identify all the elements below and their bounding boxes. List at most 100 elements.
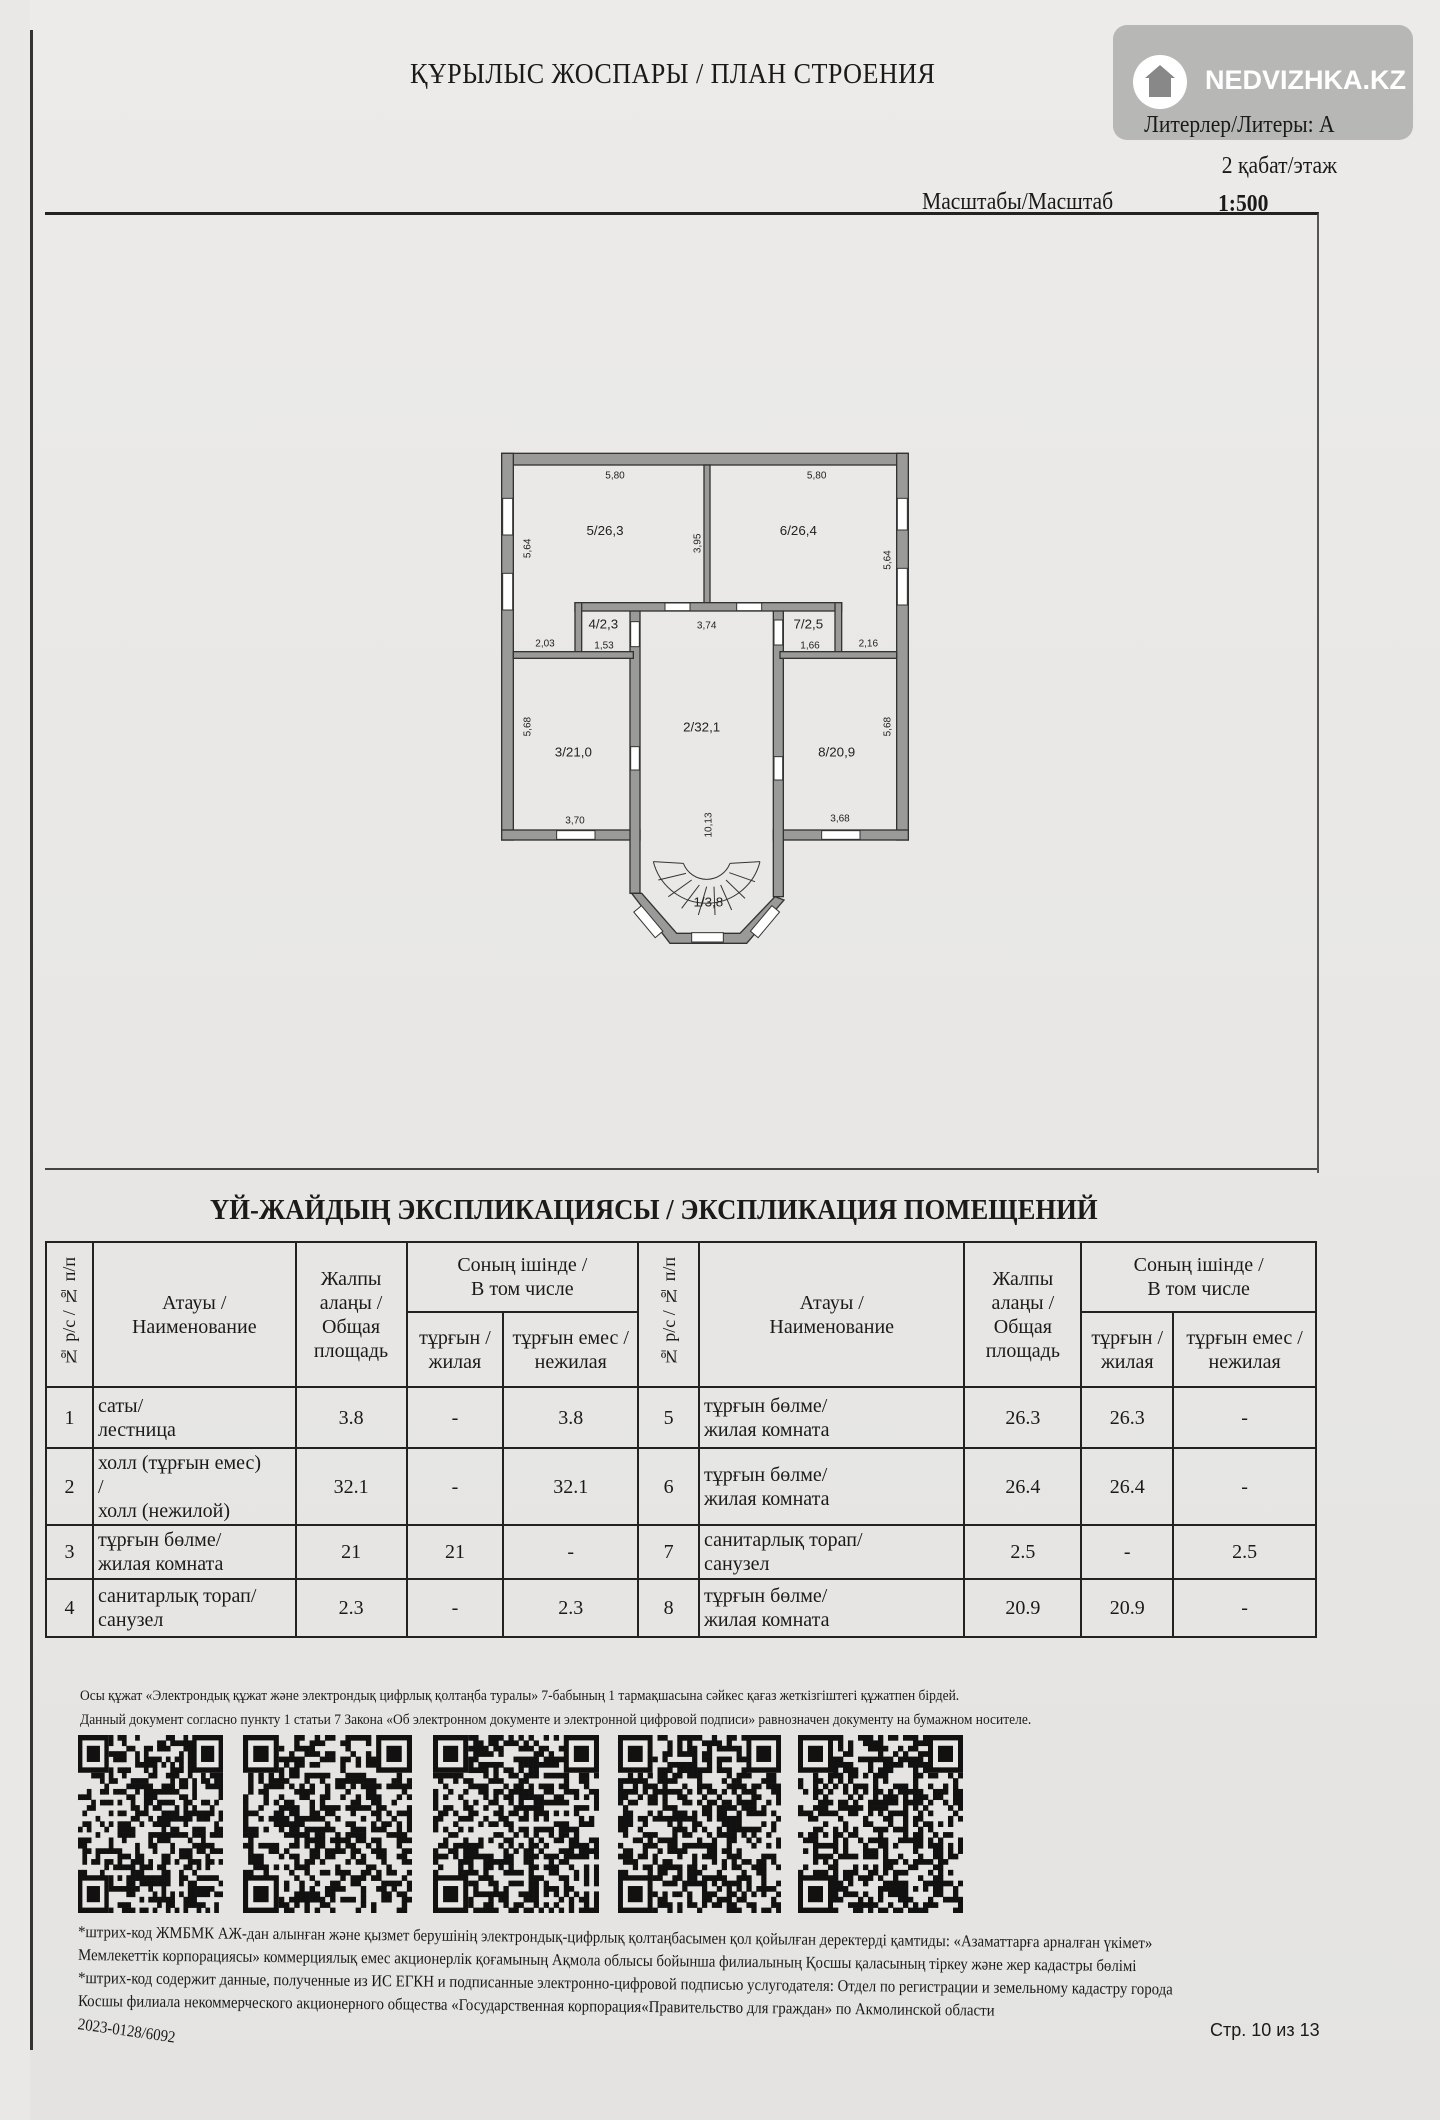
room-label: 3/21,0 [555, 745, 592, 760]
windows [502, 497, 908, 943]
scale-label: Масштабы/Масштаб [922, 189, 1114, 215]
dimension: 2,16 [859, 639, 879, 650]
legal-note-ru: Данный документ согласно пункту 1 статьи… [80, 1712, 1032, 1728]
header-nonliving: тұрғын емес / нежилая [1172, 1311, 1317, 1388]
row-number: 4 [45, 1578, 94, 1638]
dimension: 5,68 [883, 716, 894, 736]
room-name: холл (тұрғын емес) / холл (нежилой) [91, 1447, 297, 1526]
row-number: 8 [637, 1578, 701, 1638]
room-label: 2/32,1 [683, 720, 720, 735]
doors [630, 602, 784, 781]
nonliving-area: - [1172, 1578, 1317, 1638]
living-area: 21 [405, 1524, 505, 1580]
row-number: 3 [45, 1524, 94, 1580]
room-name: саты/ лестница [91, 1386, 297, 1449]
row-number: 5 [637, 1386, 701, 1449]
dimension: 1,66 [800, 640, 820, 651]
house-icon [1133, 55, 1187, 109]
nonliving-area: 2.3 [502, 1578, 640, 1638]
page-number: Стр. 10 из 13 [1210, 2020, 1320, 2040]
floor-plan: 5/26,3 6/26,4 4/2,3 7/2,5 2/32,1 3/21,0 … [501, 452, 909, 944]
header-nonliving: тұрғын емес / нежилая [502, 1311, 640, 1388]
living-area: 26.4 [1080, 1447, 1175, 1526]
row-number: 2 [45, 1447, 94, 1526]
living-area: - [1080, 1524, 1175, 1580]
room-label: 6/26,4 [780, 523, 818, 538]
nonliving-area: - [502, 1524, 640, 1580]
total-area: 2.3 [294, 1578, 408, 1638]
nonliving-area: - [1172, 1386, 1317, 1449]
floor-label: 2 қабат/этаж [1221, 153, 1337, 179]
room-label: 4/2,3 [589, 616, 619, 631]
living-area: 26.3 [1080, 1386, 1175, 1449]
page-title: ҚҰРЫЛЫС ЖОСПАРЫ / ПЛАН СТРОЕНИЯ [410, 58, 936, 90]
room-name: санитарлық торап/ санузел [698, 1524, 966, 1580]
total-area: 26.3 [963, 1386, 1083, 1449]
room-label: 8/20,9 [818, 745, 855, 760]
total-area: 32.1 [294, 1447, 408, 1526]
explication-title: ҮЙ-ЖАЙДЫҢ ЭКСПЛИКАЦИЯСЫ / ЭКСПЛИКАЦИЯ ПО… [210, 1194, 1098, 1226]
living-area: 20.9 [1080, 1578, 1175, 1638]
room-name: тұрғын бөлме/ жилая комната [698, 1386, 966, 1449]
dimension: 2,03 [535, 639, 555, 650]
room-name: санитарлық торап/ санузел [91, 1578, 297, 1638]
page-edge [30, 30, 33, 2050]
header-living: тұрғын / жилая [405, 1311, 505, 1388]
qr-code [433, 1735, 599, 1913]
total-area: 26.4 [963, 1447, 1083, 1526]
watermark: NEDVIZHKA.KZ [1113, 25, 1413, 140]
header-total: Жалпы алаңы / Общая площадь [963, 1241, 1083, 1388]
header-num: № р/с / № п/п [59, 1256, 80, 1367]
room-name: тұрғын бөлме/ жилая комната [91, 1524, 297, 1580]
row-number: 1 [45, 1386, 94, 1449]
dimension: 5,80 [807, 470, 827, 481]
header-incl: Соның ішінде / В том числе [1080, 1241, 1317, 1313]
dimension: 3,74 [697, 620, 717, 631]
plan-frame-divider [45, 1168, 1317, 1170]
living-area: - [405, 1578, 505, 1638]
stairs [652, 861, 761, 916]
room-name: тұрғын бөлме/ жилая комната [698, 1578, 966, 1638]
room-name: тұрғын бөлме/ жилая комната [698, 1447, 966, 1526]
header-name: Атауы / Наименование [91, 1241, 297, 1388]
liters-label: Литерлер/Литеры: А [1144, 112, 1335, 138]
nonliving-area: - [1172, 1447, 1317, 1526]
nonliving-area: 3.8 [502, 1386, 640, 1449]
row-number: 6 [637, 1447, 701, 1526]
dimension: 5,64 [523, 538, 534, 558]
watermark-text: NEDVIZHKA.KZ [1205, 65, 1406, 95]
row-number: 7 [637, 1524, 701, 1580]
dimension: 5,80 [605, 470, 625, 481]
room-label: 7/2,5 [794, 616, 824, 631]
header-living: тұрғын / жилая [1080, 1311, 1175, 1388]
total-area: 20.9 [963, 1578, 1083, 1638]
explication-table: № р/с / № п/п Атауы / Наименование Жалпы… [45, 1241, 1317, 1638]
qr-code [243, 1735, 412, 1913]
dimension: 1,53 [594, 640, 614, 651]
living-area: - [405, 1447, 505, 1526]
header-incl: Соның ішінде / В том числе [405, 1241, 640, 1313]
plan-frame [45, 212, 1319, 1173]
qr-code [798, 1735, 963, 1913]
total-area: 3.8 [294, 1386, 408, 1449]
dimension: 5,68 [523, 716, 534, 736]
legal-note-kz: Осы құжат «Электрондық құжат және электр… [80, 1688, 960, 1704]
nonliving-area: 32.1 [502, 1447, 640, 1526]
dimension: 3,95 [693, 533, 704, 553]
qr-code [78, 1735, 223, 1913]
room-label: 5/26,3 [586, 523, 623, 538]
header-name: Атауы / Наименование [698, 1241, 966, 1388]
header-num: № р/с / № п/п [658, 1256, 679, 1367]
walls [501, 452, 909, 944]
living-area: - [405, 1386, 505, 1449]
qr-code [618, 1735, 781, 1913]
dimension: 10,13 [704, 812, 715, 837]
nonliving-area: 2.5 [1172, 1524, 1317, 1580]
header-total: Жалпы алаңы / Общая площадь [294, 1241, 408, 1388]
dimension: 3,70 [565, 815, 585, 826]
total-area: 21 [294, 1524, 408, 1580]
